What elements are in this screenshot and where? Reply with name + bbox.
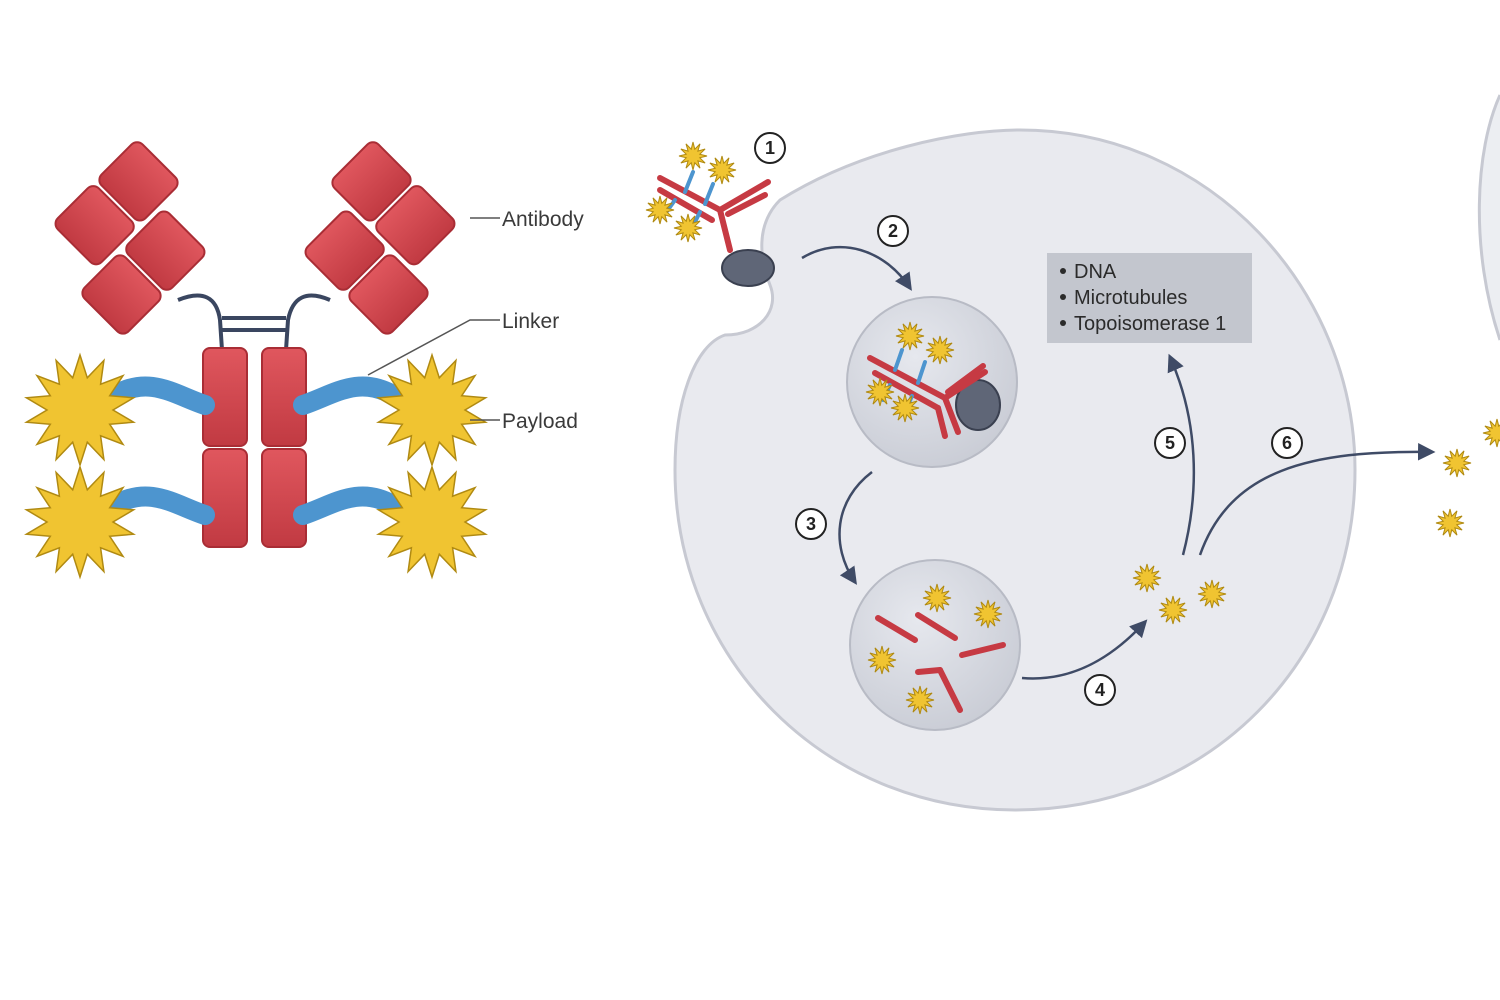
payload-targets-box: DNA Microtubules Topoisomerase 1 <box>1047 253 1252 343</box>
free-payload-group <box>645 141 1500 715</box>
payload-star-small <box>867 645 897 675</box>
payload-star-small <box>707 155 737 185</box>
payload-star-small <box>645 195 675 225</box>
svg-text:1: 1 <box>765 138 775 158</box>
svg-text:6: 6 <box>1282 433 1292 453</box>
payload-group <box>24 352 488 580</box>
payload-star-small <box>925 335 955 365</box>
label-leaders <box>367 217 500 421</box>
linker-label: Linker <box>502 310 559 333</box>
small-adc-outside <box>657 170 771 253</box>
antibody-left-arm <box>54 141 206 335</box>
mechanism-diagram: DNA Microtubules Topoisomerase 1 1 2 3 4… <box>645 94 1500 812</box>
payload-star <box>376 464 488 580</box>
step-2-marker: 2 <box>877 215 909 247</box>
linker-group <box>105 376 403 525</box>
payload-star-small <box>973 599 1003 629</box>
payload-label: Payload <box>502 410 578 433</box>
neighbor-cell-edge <box>1477 94 1500 341</box>
arrow-trafficking <box>838 471 873 585</box>
target-item: Topoisomerase 1 <box>1074 313 1226 335</box>
endosome-vesicle <box>846 296 1018 468</box>
payload-star <box>24 464 136 580</box>
payload-star-small <box>678 141 708 171</box>
payload-star <box>376 352 488 468</box>
arrow-release <box>1021 619 1148 680</box>
payload-star-small <box>673 213 703 243</box>
adc-structure: Antibody Linker Payload <box>24 141 584 580</box>
svg-text:5: 5 <box>1165 433 1175 453</box>
cell-receptor <box>721 249 775 287</box>
antibody-right-arm <box>304 141 456 335</box>
payload-star-small <box>890 393 920 423</box>
step-5-marker: 5 <box>1154 427 1186 459</box>
payload-star-small <box>922 583 952 613</box>
svg-text:4: 4 <box>1095 680 1105 700</box>
payload-star-small <box>1442 448 1472 478</box>
lysosome-vesicle <box>849 559 1021 731</box>
degraded-antibody-fragments <box>875 612 1006 713</box>
target-item: Microtubules <box>1074 287 1187 309</box>
payload-star-small <box>1482 418 1500 448</box>
payload-star-small <box>1435 508 1465 538</box>
hinge-region <box>177 293 331 351</box>
target-item: DNA <box>1074 261 1117 283</box>
target-cell <box>673 128 1357 812</box>
step-1-marker: 1 <box>754 132 786 164</box>
arrow-to-target <box>1167 353 1196 556</box>
step-markers: 1 2 3 4 5 6 <box>754 132 1303 706</box>
pathway-arrows <box>801 245 1436 680</box>
svg-text:2: 2 <box>888 221 898 241</box>
arrow-bystander <box>1198 443 1436 556</box>
payload-star-small <box>1158 595 1188 625</box>
antibody-stem <box>202 347 307 548</box>
payload-star-small <box>905 685 935 715</box>
payload-star-small <box>865 377 895 407</box>
step-6-marker: 6 <box>1271 427 1303 459</box>
payload-star-small <box>895 321 925 351</box>
payload-star-small <box>1132 563 1162 593</box>
arrow-internalization <box>801 245 912 291</box>
payload-star-small <box>1197 579 1227 609</box>
step-4-marker: 4 <box>1084 674 1116 706</box>
payload-star <box>24 352 136 468</box>
antibody-label: Antibody <box>502 208 584 231</box>
svg-text:3: 3 <box>806 514 816 534</box>
step-3-marker: 3 <box>795 508 827 540</box>
adc-in-endosome <box>867 348 1001 439</box>
